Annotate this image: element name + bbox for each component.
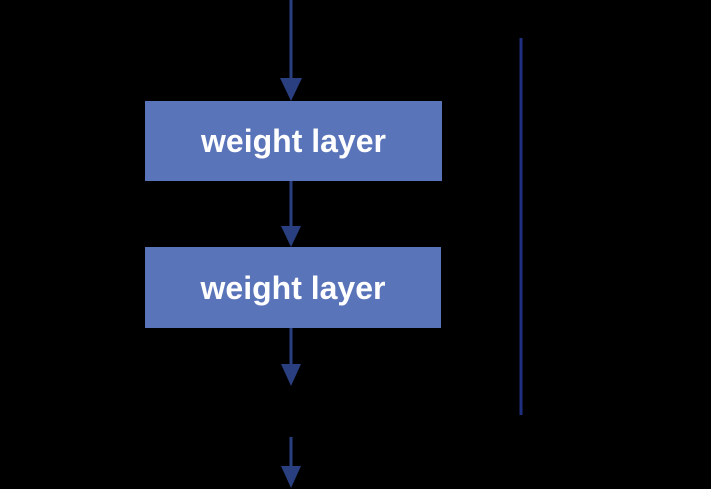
arrow-layer2-out — [281, 328, 301, 386]
weight-layer-box-2-label: weight layer — [200, 269, 386, 306]
arrow-layer1-to-layer2 — [281, 181, 301, 247]
arrow-bottom-out — [281, 437, 301, 488]
weight-layer-box-1[interactable]: weight layer — [145, 101, 442, 181]
arrow-top-into-layer1 — [280, 0, 302, 101]
weight-layer-box-1-label: weight layer — [201, 123, 386, 159]
weight-layer-box-2[interactable]: weight layer — [145, 247, 441, 328]
